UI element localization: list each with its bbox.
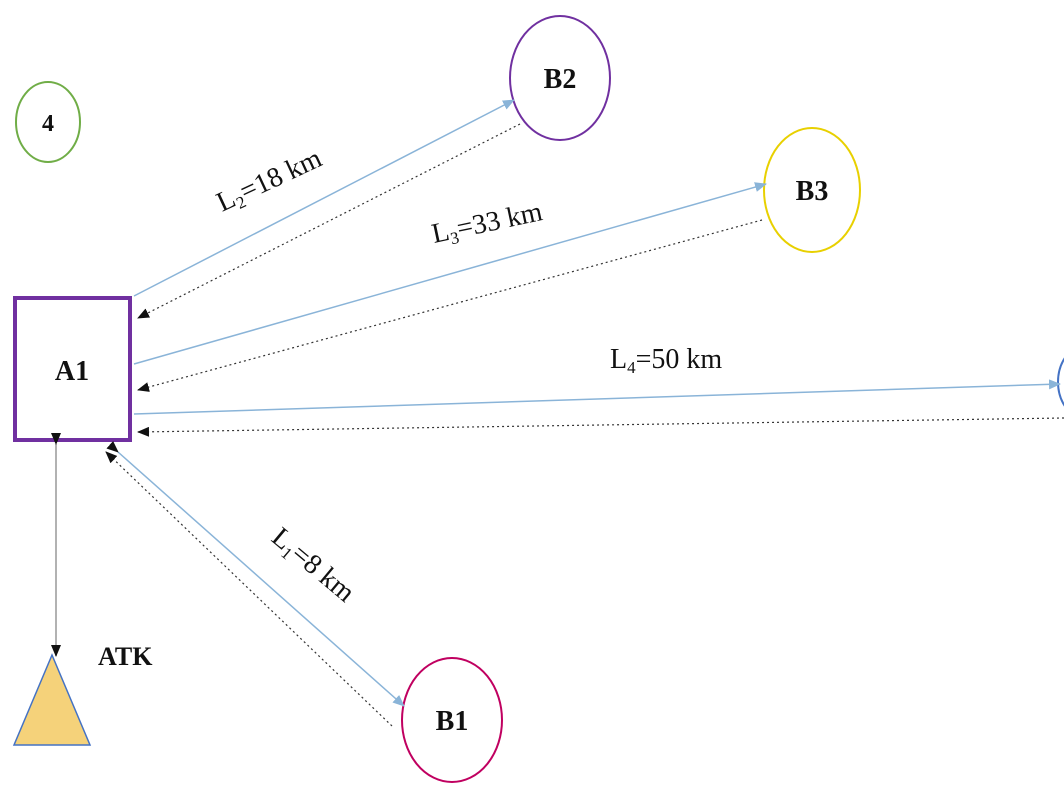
label-l4-name: L: [610, 344, 627, 375]
node-b3-label: B3: [796, 176, 829, 207]
node-atk: ATK: [12, 642, 153, 746]
label-l4-value: =50 km: [636, 344, 723, 375]
node-4-label: 4: [42, 111, 54, 137]
link-a1-b4-forward: [133, 379, 1061, 415]
link-a1-b3-forward: [133, 182, 767, 365]
label-l4: L4=50 km: [610, 344, 722, 377]
label-l4-sub: 4: [627, 358, 636, 377]
node-b1: B1: [401, 657, 503, 783]
label-l3-name: L: [429, 216, 452, 250]
label-l1-value: =8 km: [285, 538, 361, 609]
node-a1: A1: [13, 296, 132, 442]
node-b2-label: B2: [544, 64, 577, 95]
label-l3-value: =33 km: [454, 196, 545, 244]
label-l2: L2=18 km: [212, 143, 328, 220]
node-b3: B3: [763, 127, 861, 253]
node-a1-label: A1: [55, 356, 89, 387]
link-a1-b2-forward: [133, 99, 515, 297]
link-b2-a1-return: [137, 123, 521, 319]
link-a1-b1-forward: [106, 440, 405, 707]
node-atk-label: ATK: [98, 642, 153, 671]
link-b4-a1-return: [137, 417, 1064, 437]
link-b1-a1-return: [105, 451, 393, 727]
label-l3: L3=33 km: [429, 196, 546, 252]
node-b1-label: B1: [436, 706, 469, 737]
node-b4-partial: [1057, 357, 1064, 407]
label-l3-sub: 3: [449, 228, 461, 248]
node-4: 4: [15, 81, 81, 163]
node-b2: B2: [509, 15, 611, 141]
label-l1: L1=8 km: [264, 522, 361, 611]
label-l2-value: =18 km: [235, 143, 327, 208]
